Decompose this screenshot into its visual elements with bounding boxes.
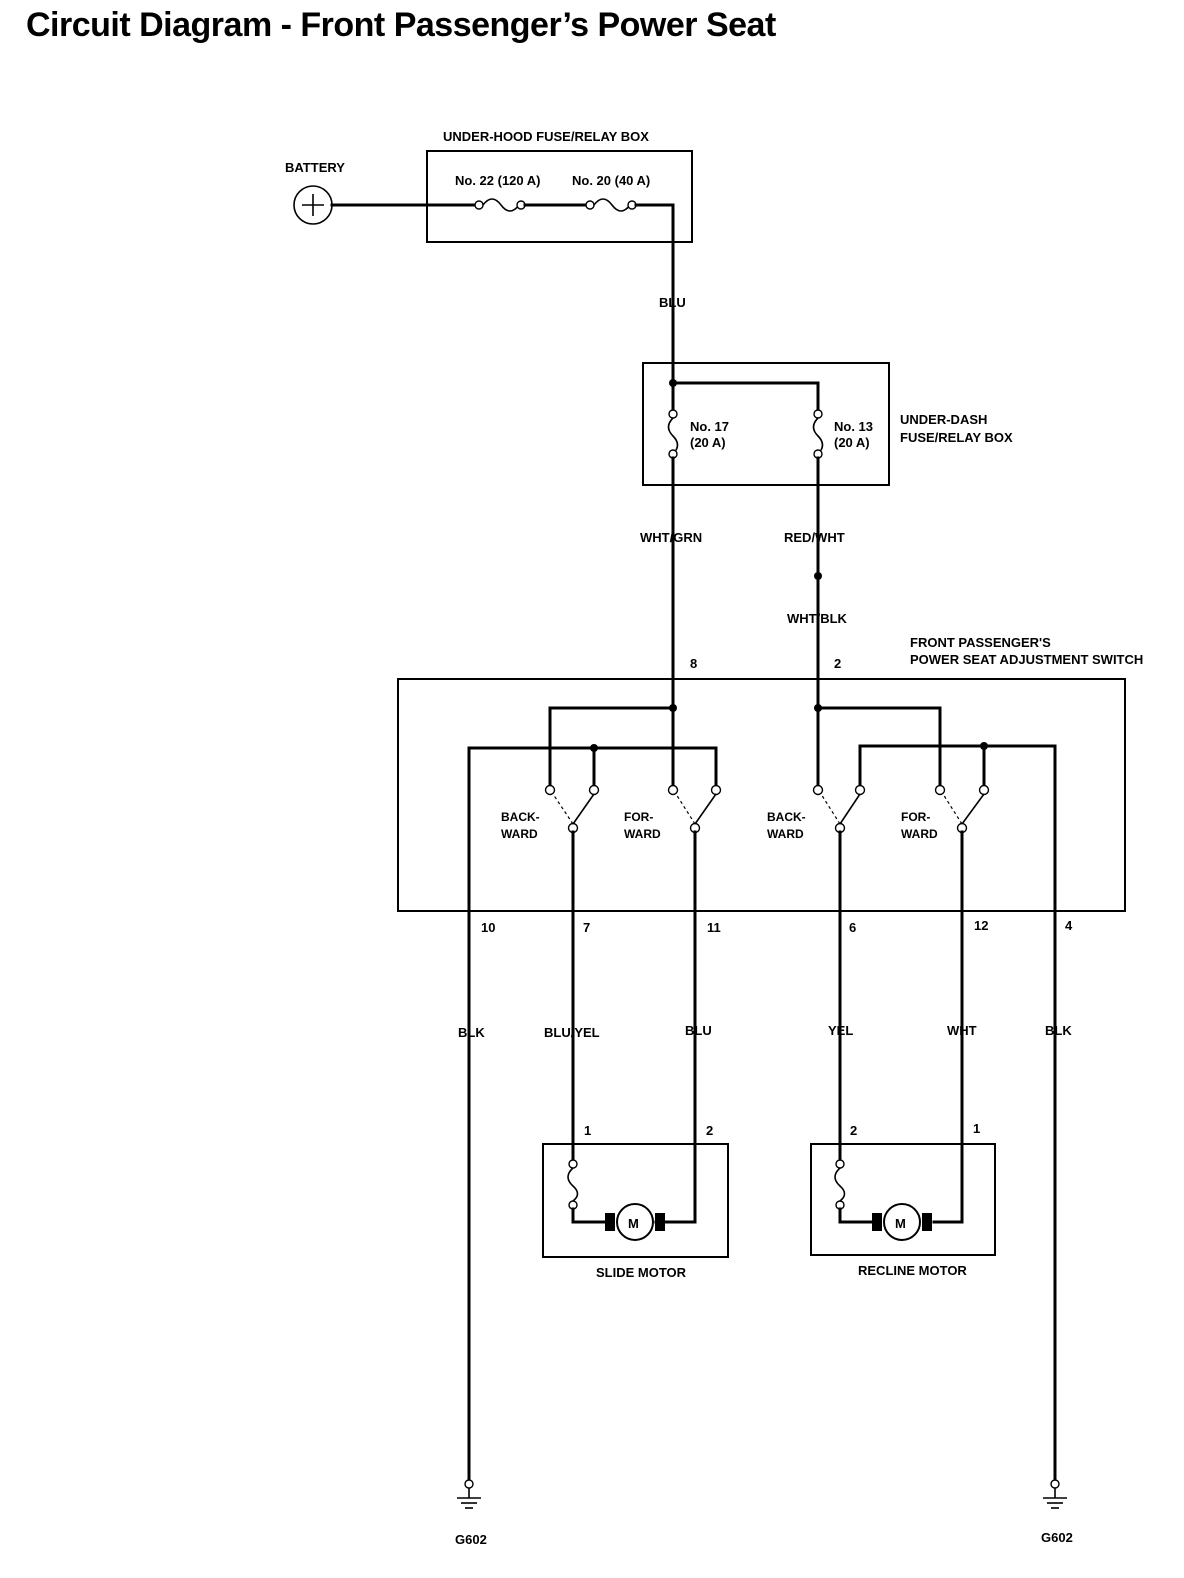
- wire-blu-main: [634, 203, 675, 385]
- wire-ground-bus-left: [467, 746, 718, 1482]
- forward-label-2a: FOR-: [901, 810, 930, 824]
- wire-label-blk-right: BLK: [1045, 1023, 1072, 1038]
- slide-motor-pin-1: 1: [584, 1123, 591, 1138]
- under-dash-box-label-1: UNDER-DASH: [900, 412, 987, 427]
- junction-dot: [814, 704, 822, 712]
- junction-dot: [980, 742, 988, 750]
- wire-slide-motor-internal: [571, 1207, 612, 1224]
- backward-switch-left: [544, 784, 600, 834]
- battery-label: BATTERY: [285, 160, 345, 175]
- under-hood-fuse-relay-box: [426, 150, 693, 243]
- switch-pin-8: 8: [690, 656, 697, 671]
- recline-motor-pin-2: 2: [850, 1123, 857, 1138]
- slide-motor-symbol: M: [628, 1216, 639, 1231]
- recline-motor-box: [810, 1143, 996, 1256]
- switch-pin-12: 12: [974, 918, 988, 933]
- junction-dot: [669, 704, 677, 712]
- recline-motor-label: RECLINE MOTOR: [858, 1263, 967, 1278]
- ground-right-label: G602: [1041, 1530, 1073, 1545]
- switch-pin-6: 6: [849, 920, 856, 935]
- fuse-no13-label-2: (20 A): [834, 435, 870, 450]
- page-title: Circuit Diagram - Front Passenger’s Powe…: [26, 6, 776, 44]
- switch-pin-10: 10: [481, 920, 495, 935]
- splice-dot: [814, 572, 822, 580]
- fuse-no20-label: No. 20 (40 A): [572, 173, 650, 188]
- under-dash-box-label-2: FUSE/RELAY BOX: [900, 430, 1013, 445]
- power-seat-adjustment-switch: [397, 678, 1126, 912]
- switch-pin-4: 4: [1065, 918, 1073, 933]
- forward-switch-right: [934, 784, 990, 834]
- switch-pin-7: 7: [583, 920, 590, 935]
- switch-pin-2: 2: [834, 656, 841, 671]
- wire-label-blk-left: BLK: [458, 1025, 485, 1040]
- slide-motor-breaker-icon: [567, 1159, 579, 1210]
- forward-label-1b: WARD: [624, 827, 661, 841]
- forward-label-2b: WARD: [901, 827, 938, 841]
- recline-motor-breaker-icon: [834, 1159, 846, 1210]
- backward-label-2a: BACK-: [767, 810, 806, 824]
- wire-recline-motor-internal: [838, 1207, 879, 1224]
- slide-motor-pin-2: 2: [706, 1123, 713, 1138]
- ground-left-icon: [457, 1479, 481, 1509]
- switch-pin-11: 11: [707, 920, 721, 935]
- wire-label-yel: YEL: [828, 1023, 853, 1038]
- switch-label-1: FRONT PASSENGER'S: [910, 635, 1051, 650]
- recline-motor-pin-1: 1: [973, 1121, 980, 1136]
- wire-label-blu-top: BLU: [659, 295, 686, 310]
- backward-label-2b: WARD: [767, 827, 804, 841]
- fuse-no13-symbol: [812, 409, 824, 459]
- fuse-no17-label-2: (20 A): [690, 435, 726, 450]
- ground-right-icon: [1043, 1479, 1067, 1509]
- wire-switch-left-feed: [548, 706, 675, 788]
- fuse-no17-symbol: [667, 409, 679, 459]
- under-dash-fuse-relay-box: [642, 362, 890, 486]
- wire-label-blu-yel: BLU/YEL: [544, 1025, 600, 1040]
- fuse-no17-label-1: No. 17: [690, 419, 729, 434]
- ground-left-label: G602: [455, 1532, 487, 1547]
- forward-switch-left: [667, 784, 722, 834]
- under-hood-box-label: UNDER-HOOD FUSE/RELAY BOX: [443, 129, 649, 144]
- wire-switch-right-feed: [816, 706, 942, 788]
- wire-label-red-wht: RED/WHT: [784, 530, 845, 545]
- backward-switch-right: [812, 784, 866, 834]
- wire-label-wht-blk: WHT/BLK: [787, 611, 848, 626]
- wire-ground-bus-right: [858, 744, 1057, 1482]
- wire-wht: [932, 830, 964, 1224]
- recline-motor-icon: [872, 1203, 932, 1241]
- junction-dot: [590, 744, 598, 752]
- fuse-no20-symbol: [585, 198, 637, 212]
- battery-symbol: [293, 185, 333, 225]
- backward-label-1b: WARD: [501, 827, 538, 841]
- wire-label-blu: BLU: [685, 1023, 712, 1038]
- wire-blu: [654, 830, 697, 1224]
- recline-motor-symbol: M: [895, 1216, 906, 1231]
- fuse-no22-label: No. 22 (120 A): [455, 173, 541, 188]
- fuse-no22-symbol: [474, 198, 526, 212]
- wire-to-fuse13: [671, 381, 820, 412]
- forward-label-1a: FOR-: [624, 810, 653, 824]
- slide-motor-label: SLIDE MOTOR: [596, 1265, 687, 1280]
- slide-motor-icon: [605, 1203, 665, 1241]
- slide-motor-box: [542, 1143, 729, 1258]
- backward-label-1a: BACK-: [501, 810, 540, 824]
- wire-label-wht: WHT: [947, 1023, 977, 1038]
- switch-label-2: POWER SEAT ADJUSTMENT SWITCH: [910, 652, 1143, 667]
- wire-label-wht-grn: WHT/GRN: [640, 530, 702, 545]
- fuse-no13-label-1: No. 13: [834, 419, 873, 434]
